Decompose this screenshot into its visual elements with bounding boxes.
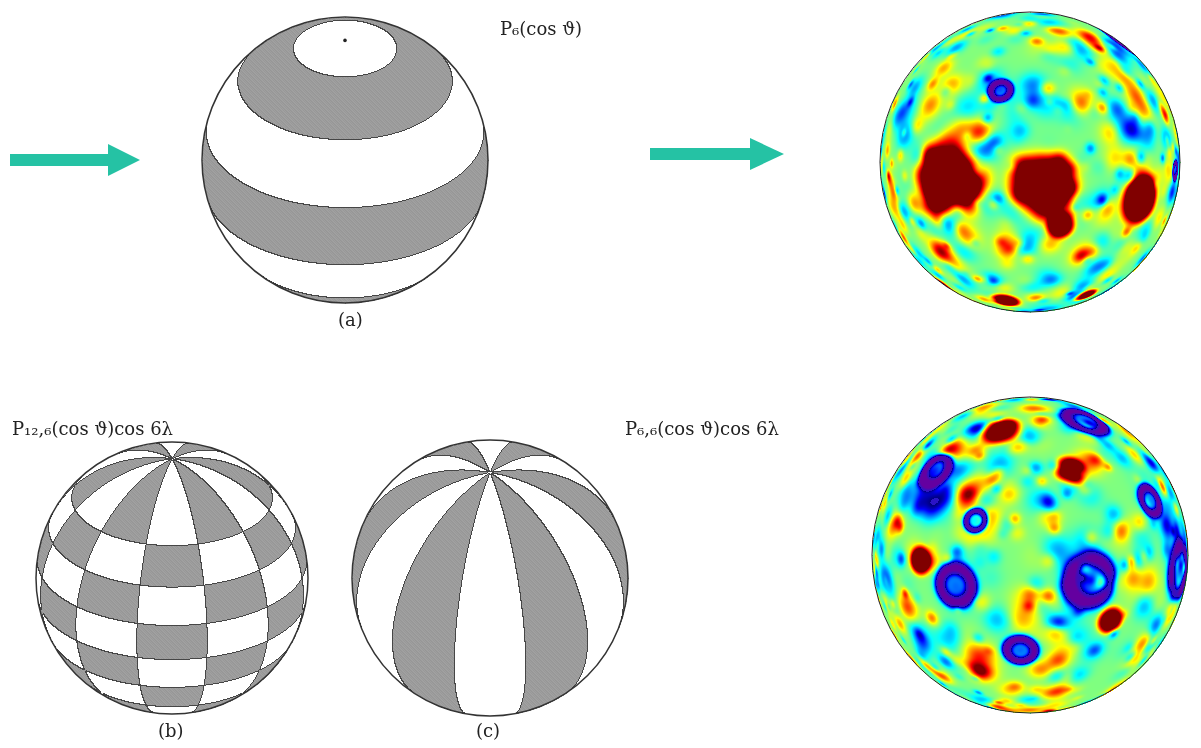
arrow-shaft <box>10 154 112 166</box>
function-label: P₆,₆(cos ϑ)cos 6λ <box>625 418 779 440</box>
function-label: P₆(cos ϑ) <box>500 18 582 40</box>
panel-label: (b) <box>158 720 184 742</box>
function-label: P₁₂,₆(cos ϑ)cos 6λ <box>12 418 173 440</box>
arrow-head <box>750 138 784 170</box>
arrow-head <box>108 144 140 176</box>
arrow-shaft <box>650 148 754 160</box>
panel-label: (a) <box>338 309 363 331</box>
panel-label: (c) <box>476 720 500 742</box>
